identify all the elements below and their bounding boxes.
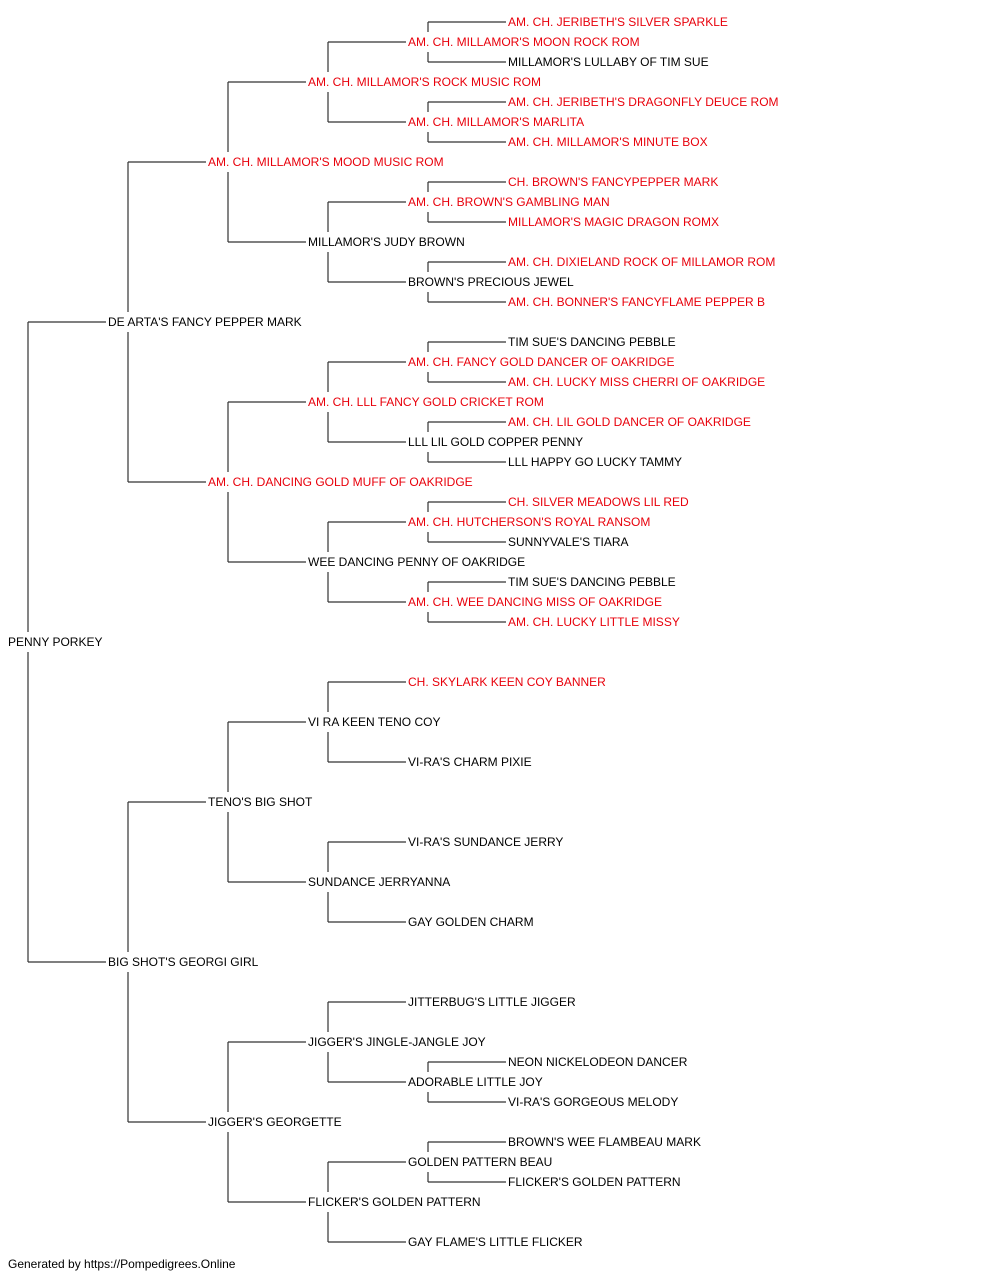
pedigree-name: GOLDEN PATTERN BEAU [408, 1155, 552, 1169]
pedigree-name: CH. SKYLARK KEEN COY BANNER [408, 675, 606, 689]
pedigree-name: SUNNYVALE'S TIARA [508, 535, 629, 549]
pedigree-name: AM. CH. MILLAMOR'S MOOD MUSIC ROM [208, 155, 444, 169]
pedigree-name: AM. CH. WEE DANCING MISS OF OAKRIDGE [408, 595, 662, 609]
pedigree-name: DE ARTA'S FANCY PEPPER MARK [108, 315, 302, 329]
pedigree-name: MILLAMOR'S JUDY BROWN [308, 235, 465, 249]
pedigree-name: FLICKER'S GOLDEN PATTERN [308, 1195, 481, 1209]
pedigree-name: CH. BROWN'S FANCYPEPPER MARK [508, 175, 718, 189]
pedigree-name: FLICKER'S GOLDEN PATTERN [508, 1175, 681, 1189]
pedigree-name: PENNY PORKEY [8, 635, 102, 649]
pedigree-name: AM. CH. MILLAMOR'S ROCK MUSIC ROM [308, 75, 541, 89]
pedigree-name: AM. CH. MILLAMOR'S MARLITA [408, 115, 584, 129]
pedigree-name: AM. CH. JERIBETH'S DRAGONFLY DEUCE ROM [508, 95, 779, 109]
pedigree-name: JITTERBUG'S LITTLE JIGGER [408, 995, 576, 1009]
pedigree-name: MILLAMOR'S MAGIC DRAGON ROMX [508, 215, 719, 229]
pedigree-name: ADORABLE LITTLE JOY [408, 1075, 543, 1089]
pedigree-name: JIGGER'S GEORGETTE [208, 1115, 342, 1129]
pedigree-name: AM. CH. LLL FANCY GOLD CRICKET ROM [308, 395, 544, 409]
pedigree-name: AM. CH. DANCING GOLD MUFF OF OAKRIDGE [208, 475, 473, 489]
pedigree-name: VI-RA'S SUNDANCE JERRY [408, 835, 563, 849]
pedigree-name: LLL LIL GOLD COPPER PENNY [408, 435, 583, 449]
pedigree-name: NEON NICKELODEON DANCER [508, 1055, 688, 1069]
pedigree-name: AM. CH. FANCY GOLD DANCER OF OAKRIDGE [408, 355, 674, 369]
footer-credit: Generated by https://Pompedigrees.Online [8, 1257, 236, 1271]
pedigree-name: AM. CH. JERIBETH'S SILVER SPARKLE [508, 15, 728, 29]
pedigree-name: VI RA KEEN TENO COY [308, 715, 440, 729]
pedigree-name: AM. CH. HUTCHERSON'S ROYAL RANSOM [408, 515, 650, 529]
pedigree-name: GAY GOLDEN CHARM [408, 915, 534, 929]
pedigree-name: TIM SUE'S DANCING PEBBLE [508, 575, 676, 589]
pedigree-name: CH. SILVER MEADOWS LIL RED [508, 495, 689, 509]
pedigree-name: TIM SUE'S DANCING PEBBLE [508, 335, 676, 349]
pedigree-name: AM. CH. MILLAMOR'S MOON ROCK ROM [408, 35, 640, 49]
pedigree-name: JIGGER'S JINGLE-JANGLE JOY [308, 1035, 486, 1049]
pedigree-name: BROWN'S WEE FLAMBEAU MARK [508, 1135, 701, 1149]
pedigree-name: LLL HAPPY GO LUCKY TAMMY [508, 455, 682, 469]
pedigree-name: MILLAMOR'S LULLABY OF TIM SUE [508, 55, 709, 69]
pedigree-name: BIG SHOT'S GEORGI GIRL [108, 955, 259, 969]
pedigree-name: SUNDANCE JERRYANNA [308, 875, 450, 889]
pedigree-name: GAY FLAME'S LITTLE FLICKER [408, 1235, 583, 1249]
pedigree-name: AM. CH. LIL GOLD DANCER OF OAKRIDGE [508, 415, 751, 429]
pedigree-name: WEE DANCING PENNY OF OAKRIDGE [308, 555, 525, 569]
pedigree-name: AM. CH. MILLAMOR'S MINUTE BOX [508, 135, 708, 149]
pedigree-name: AM. CH. DIXIELAND ROCK OF MILLAMOR ROM [508, 255, 775, 269]
pedigree-name: BROWN'S PRECIOUS JEWEL [408, 275, 574, 289]
pedigree-name: VI-RA'S GORGEOUS MELODY [508, 1095, 678, 1109]
pedigree-name: AM. CH. BONNER'S FANCYFLAME PEPPER B [508, 295, 765, 309]
pedigree-name: VI-RA'S CHARM PIXIE [408, 755, 532, 769]
pedigree-name: AM. CH. LUCKY MISS CHERRI OF OAKRIDGE [508, 375, 765, 389]
pedigree-name: TENO'S BIG SHOT [208, 795, 313, 809]
pedigree-name: AM. CH. LUCKY LITTLE MISSY [508, 615, 680, 629]
pedigree-name: AM. CH. BROWN'S GAMBLING MAN [408, 195, 610, 209]
